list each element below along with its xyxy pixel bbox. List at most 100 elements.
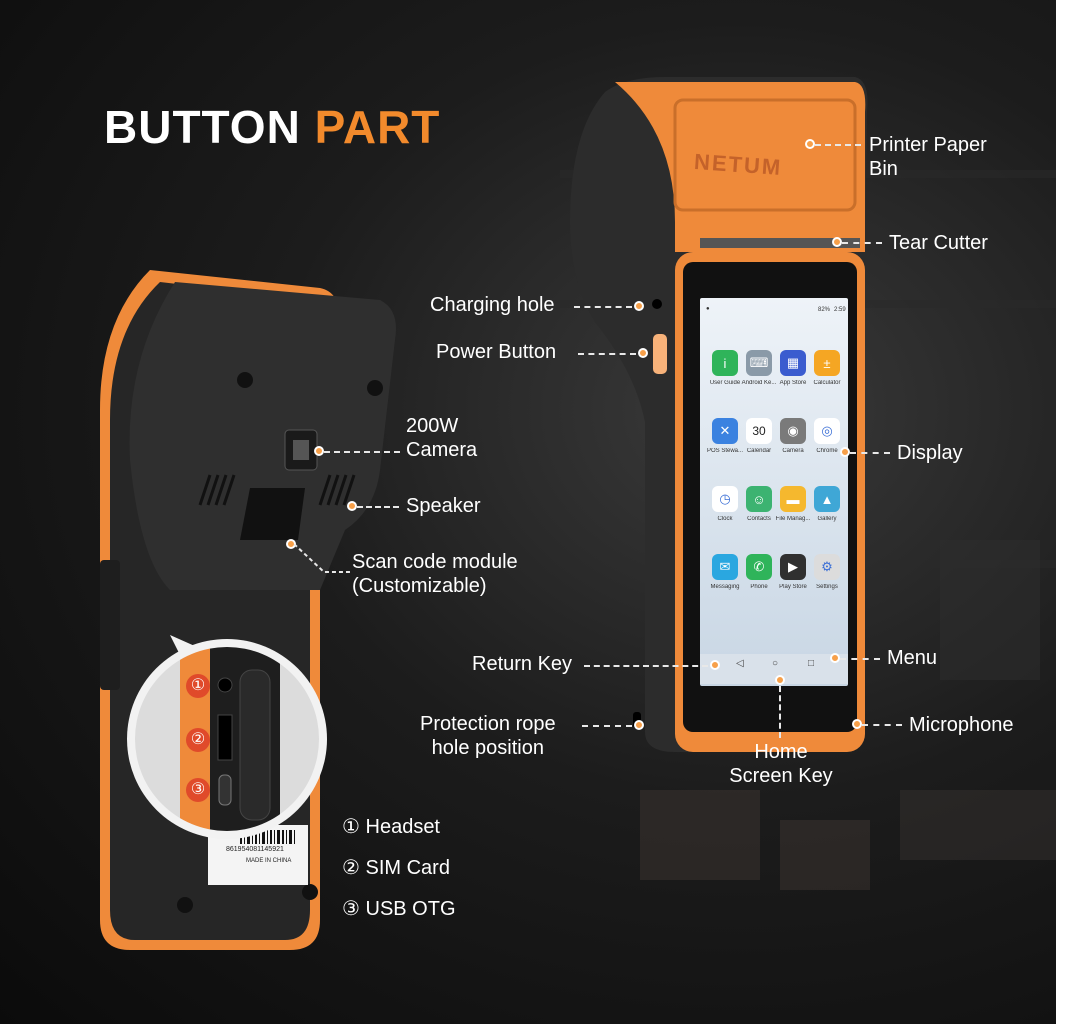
title-part1: BUTTON	[104, 101, 301, 153]
app-label: Android Ke...	[741, 380, 777, 386]
home-nav-icon[interactable]: ○	[772, 658, 779, 669]
box-bg	[780, 820, 870, 890]
page-title: BUTTON PART	[104, 100, 440, 154]
legend-usb-otg: ③ USB OTG	[342, 897, 456, 921]
app-label: Contacts	[747, 516, 771, 522]
app-label: File Manag...	[775, 516, 811, 522]
label-tear-cutter: Tear Cutter	[889, 232, 988, 254]
app-label: POS Stewa...	[706, 448, 743, 454]
box-bg	[900, 790, 1056, 860]
camera-icon[interactable]: ◉	[780, 418, 806, 444]
label-display: Display	[897, 442, 963, 464]
app-label: User Guide	[709, 380, 741, 386]
callout-dot	[852, 719, 862, 729]
label-protection-rope: Protection rope hole position	[420, 713, 556, 759]
callout-line	[842, 242, 882, 244]
title-part2: PART	[314, 101, 441, 153]
location-icon: ●	[706, 306, 710, 312]
legend-num: ②	[342, 857, 360, 879]
callout-line	[578, 353, 636, 355]
forklift-bg	[940, 540, 1040, 680]
callout-dot	[347, 501, 357, 511]
legend-text: Headset	[365, 816, 441, 838]
legend-num: ①	[342, 816, 360, 838]
callout-dot	[840, 447, 850, 457]
label-microphone: Microphone	[909, 714, 1014, 736]
back-nav-icon[interactable]: ◁	[736, 658, 744, 669]
folder-icon[interactable]: ▬	[780, 486, 806, 512]
callout-dot	[634, 301, 644, 311]
chrome-icon[interactable]: ◎	[814, 418, 840, 444]
label-menu: Menu	[887, 647, 938, 669]
callout-dot	[830, 653, 840, 663]
app-label: Calendar	[746, 448, 772, 454]
legend-text: USB OTG	[365, 898, 456, 920]
app-label: Phone	[750, 584, 768, 590]
app-store-icon[interactable]: ▦	[780, 350, 806, 376]
app-label: Play Store	[779, 584, 807, 590]
callout-line	[324, 451, 400, 453]
label-home-key: Home Screen Key	[729, 741, 833, 787]
callout-line	[862, 724, 902, 726]
nav-bar	[700, 654, 848, 684]
app-label: Calculator	[813, 380, 841, 386]
app-label: Gallery	[817, 516, 837, 522]
port-number-2: ②	[186, 728, 210, 752]
label-power-button: Power Button	[436, 341, 557, 363]
callout-line	[584, 665, 708, 667]
callout-line	[850, 452, 890, 454]
label-printer-paper-bin: Printer Paper Bin	[869, 134, 987, 180]
calculator-icon[interactable]: ±	[814, 350, 840, 376]
app-label: App Store	[779, 380, 807, 386]
app-label: Settings	[816, 584, 838, 590]
menu-nav-icon[interactable]: □	[808, 658, 815, 669]
callout-dot	[314, 446, 324, 456]
user-guide-icon[interactable]: i	[712, 350, 738, 376]
keyboard-icon[interactable]: ⌨	[746, 350, 772, 376]
phone-icon[interactable]: ✆	[746, 554, 772, 580]
app-label: Chrome	[816, 448, 838, 454]
messaging-icon[interactable]: ✉	[712, 554, 738, 580]
callout-line	[294, 544, 350, 573]
label-charging-hole: Charging hole	[430, 294, 555, 316]
calendar-icon[interactable]: 30	[746, 418, 772, 444]
label-return-key: Return Key	[472, 653, 573, 675]
app-label: Clock	[717, 516, 733, 522]
label-speaker: Speaker	[406, 495, 481, 517]
callout-line	[357, 506, 399, 508]
ports-zoom-circle	[127, 635, 327, 839]
callout-line	[574, 306, 632, 308]
callout-line	[815, 144, 861, 146]
callout-dot	[634, 720, 644, 730]
tools-icon[interactable]: ✕	[712, 418, 738, 444]
legend-sim-card: ② SIM Card	[342, 856, 450, 880]
device-back-view	[100, 270, 396, 950]
box-bg	[640, 790, 760, 880]
app-label: Messaging	[710, 584, 740, 590]
legend-headset: ① Headset	[342, 815, 440, 839]
settings-icon[interactable]: ⚙	[814, 554, 840, 580]
gallery-icon[interactable]: ▲	[814, 486, 840, 512]
callout-dot	[832, 237, 842, 247]
callout-dot	[638, 348, 648, 358]
sticker-made-in: MADE IN CHINA	[246, 858, 292, 864]
callout-dot	[775, 675, 785, 685]
sticker-code: 861954081145921	[226, 846, 284, 853]
label-scan-module: Scan code module (Customizable)	[352, 551, 518, 597]
battery-text: 82%	[818, 307, 831, 313]
callout-line	[779, 686, 781, 738]
port-number-1: ①	[186, 674, 210, 698]
callout-dot	[805, 139, 815, 149]
label-camera: 200W Camera	[406, 415, 478, 461]
callout-dot	[710, 660, 720, 670]
legend-num: ③	[342, 898, 360, 920]
clock-icon[interactable]: ◷	[712, 486, 738, 512]
legend-text: SIM Card	[365, 857, 450, 879]
callout-line	[840, 658, 880, 660]
callout-line	[582, 725, 632, 727]
port-number-3: ③	[186, 778, 210, 802]
play-store-icon[interactable]: ▶	[780, 554, 806, 580]
contacts-icon[interactable]: ☺	[746, 486, 772, 512]
